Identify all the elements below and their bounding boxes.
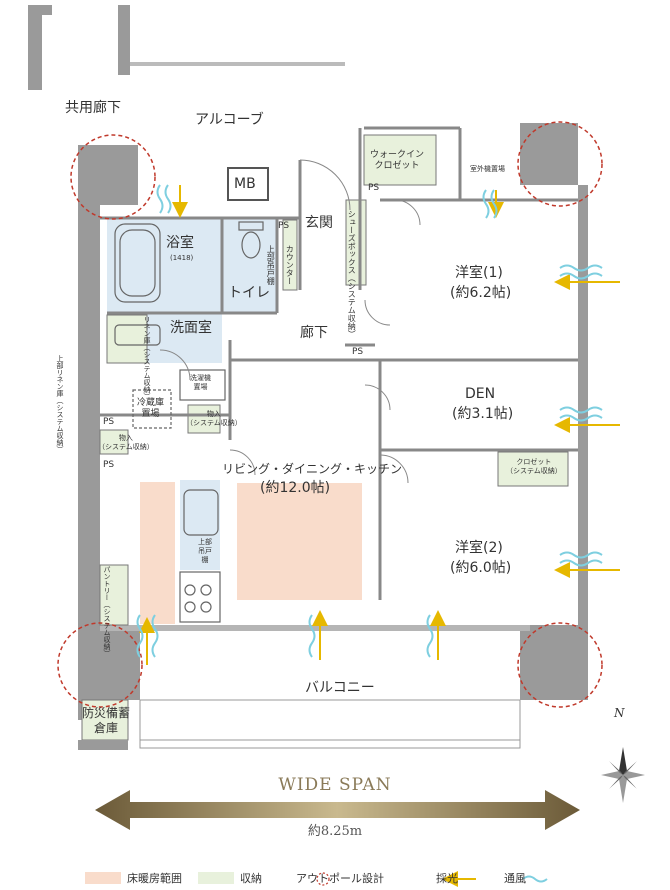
closet-label: クロゼット （システム収納） — [506, 458, 562, 475]
balcony-rail — [78, 699, 521, 750]
counter-label: カウンター — [285, 245, 295, 285]
wind-waves — [136, 184, 603, 658]
legend-item-floor-heating: 床暖房範囲 — [85, 870, 182, 886]
linen-label: リネン庫（システム収納） — [143, 316, 152, 400]
mb-box — [227, 167, 269, 201]
interior-walls — [100, 126, 578, 600]
legend-label: 収納 — [240, 872, 262, 885]
entrance-label: 玄関 — [305, 215, 333, 231]
outer-walls — [78, 123, 588, 720]
outpole-circles — [57, 121, 603, 708]
legend-item-wind: 通風 — [474, 870, 526, 886]
doors — [159, 159, 421, 484]
legend-label: 床暖房範囲 — [127, 872, 182, 885]
hall-label: 廊下 — [300, 325, 328, 341]
western1-size-label: (約6.2帖) — [450, 285, 512, 301]
floor-heating-swatch — [85, 872, 121, 884]
dashed-circle-icon — [316, 872, 330, 886]
den-size-label: (約3.1帖) — [452, 406, 514, 422]
alcove-label: アルコーブ — [195, 112, 264, 128]
ps-label: PS — [103, 417, 115, 427]
western1-label: 洋室(1) — [455, 265, 503, 281]
balcony-label: バルコニー — [305, 680, 375, 696]
wide-span-title: WIDE SPAN — [278, 775, 392, 795]
legend-item-outpole: アウトポール設計 — [278, 870, 384, 886]
pantry-label: パントリー（システム収納） — [103, 566, 112, 657]
western2-label: 洋室(2) — [455, 540, 503, 556]
legend-icons — [316, 871, 548, 887]
den-label: DEN — [465, 386, 496, 402]
storage-right-label: 物入 （システム収納） — [186, 410, 242, 427]
bathroom-size-label: (1418) — [170, 254, 194, 262]
toilet-label: トイレ — [228, 285, 270, 301]
outpole-circle-se — [517, 622, 603, 708]
outpole-circle-sw — [57, 622, 143, 708]
kitchen-upper-label: 上部 吊戸 棚 — [198, 538, 212, 564]
outdoor-unit-label: 室外機置場 — [470, 165, 505, 173]
ps-label: PS — [278, 221, 290, 231]
outpole-circle-nw — [70, 134, 156, 220]
ldk-label: リビング・ダイニング・キッチン — [222, 462, 403, 476]
floor-heating-zones — [140, 482, 362, 624]
span-dimension: 約8.25m — [307, 824, 363, 839]
legend-label: 通風 — [504, 872, 526, 885]
wave-icon — [522, 875, 548, 883]
compass-icon — [601, 747, 645, 803]
disaster-storage-label: 防災備蓄 倉庫 — [82, 706, 131, 735]
ps-label: PS — [368, 183, 380, 193]
legend-item-light: 採光 — [400, 870, 458, 886]
fridge-label: 冷蔵庫 置場 — [137, 398, 165, 420]
ps-label: PS — [103, 460, 115, 470]
upper-cabinet-label: 上部吊戸棚 — [266, 245, 276, 285]
walkin-closet-label: ウォークイン クロゼット — [370, 150, 425, 172]
wide-span-arrow — [95, 790, 580, 830]
storage-left-label: 物入 （システム収納） — [98, 434, 154, 451]
storage-swatch — [198, 872, 234, 884]
storage-areas — [81, 134, 569, 741]
fixtures — [114, 221, 264, 623]
upper-linen-label: 上部リネン庫（システム収納） — [56, 355, 65, 453]
legend-label: アウトポール設計 — [296, 872, 384, 885]
ldk-size-label: (約12.0帖) — [260, 480, 331, 496]
outpole-circle-ne — [517, 121, 603, 207]
north-label: N — [614, 706, 625, 720]
washer-label: 洗濯機 置場 — [190, 374, 211, 391]
legend-label: 採光 — [436, 872, 458, 885]
ps-label: PS — [352, 347, 364, 357]
shoes-box-label: シューズボックス（システム収納） — [347, 210, 357, 338]
bathroom-label: 浴室 — [166, 235, 194, 251]
legend: 床暖房範囲 収納 アウトポール設計 採光 通風 — [85, 868, 542, 888]
upper-corridor-walls — [28, 5, 345, 90]
legend-item-storage: 収納 — [198, 870, 262, 886]
common-corridor-label: 共用廊下 — [65, 100, 121, 116]
washroom-label: 洗面室 — [170, 320, 212, 336]
mb-label: MB — [234, 176, 256, 192]
western2-size-label: (約6.0帖) — [450, 560, 512, 576]
